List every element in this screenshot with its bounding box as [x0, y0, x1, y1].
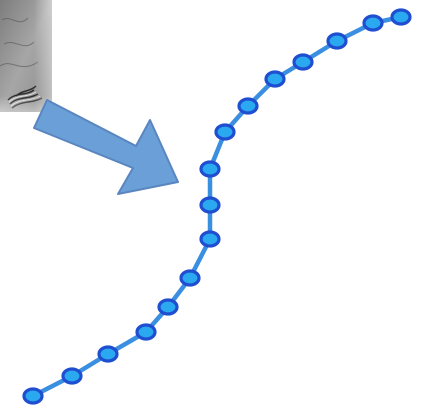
chain-bead	[137, 325, 155, 339]
chain-bead	[201, 198, 219, 212]
chain-bead	[328, 34, 346, 48]
chain-bead	[392, 10, 410, 24]
chain-bead	[24, 389, 42, 403]
arrow-right-down-icon	[34, 100, 178, 194]
bead-chain	[24, 10, 410, 403]
chain-bead	[63, 369, 81, 383]
chain-bead	[159, 300, 177, 314]
chain-bead	[216, 125, 234, 139]
chain-bead	[294, 55, 312, 69]
chain-bead	[201, 232, 219, 246]
chain-bead	[99, 347, 117, 361]
chain-bead	[266, 72, 284, 86]
chain-bead	[239, 99, 257, 113]
chain-bead	[201, 162, 219, 176]
chain-bead	[181, 271, 199, 285]
chain-bead	[364, 16, 382, 30]
